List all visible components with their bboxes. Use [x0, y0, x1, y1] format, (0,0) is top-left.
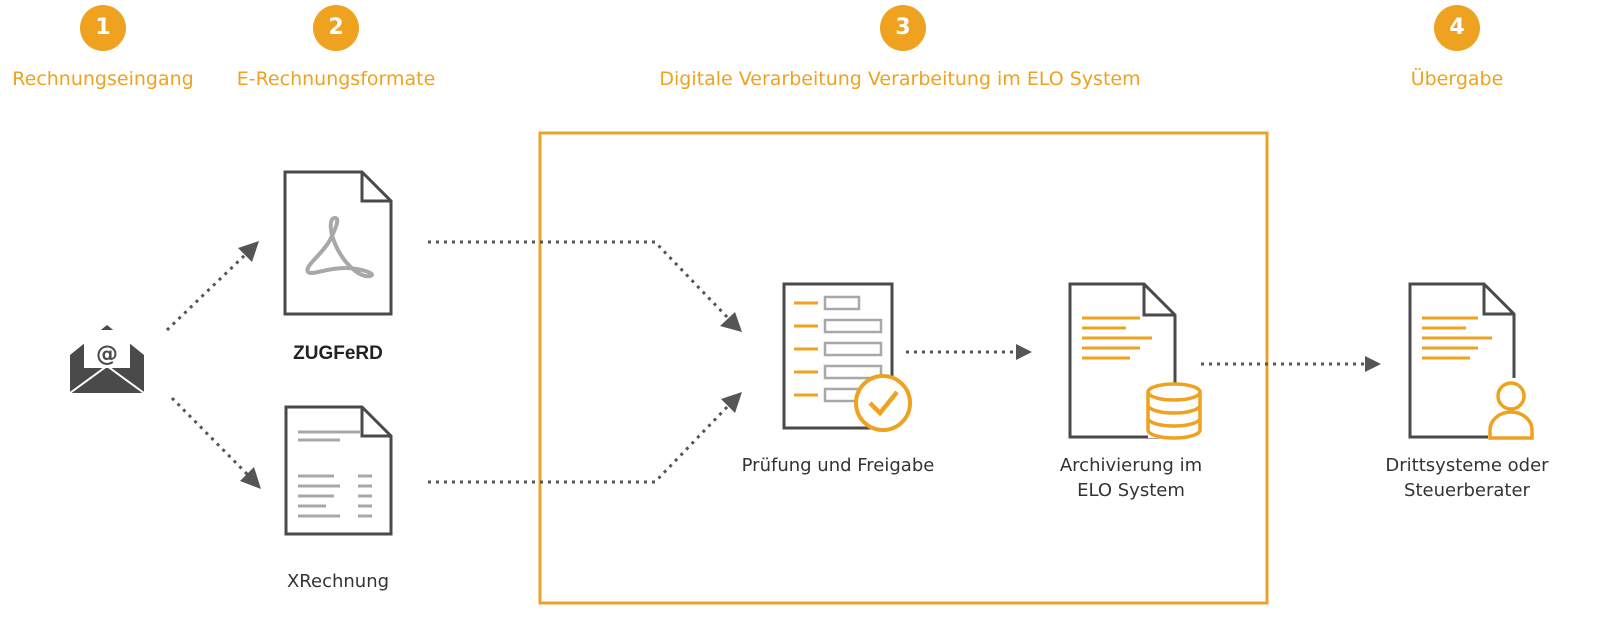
step-2-number: 2 [313, 5, 359, 51]
arrow-pruefung-to-archiv [906, 344, 1032, 360]
arrow-xrechnung-to-pruefung [428, 392, 742, 484]
step-3-label: Digitale Verarbeitung Verarbeitung im EL… [659, 68, 1141, 90]
step-1-number: 1 [80, 5, 126, 51]
invoice-document-icon [284, 405, 393, 536]
uebergabe-label-line2: Steuerberater [1404, 480, 1530, 501]
pdf-document-icon [283, 170, 393, 316]
step-4-label: Übergabe [1410, 68, 1504, 90]
pruefung-label: Prüfung und Freigabe [741, 455, 935, 476]
document-database-icon [1068, 282, 1202, 440]
uebergabe-label-line1: Drittsysteme oder [1385, 455, 1549, 476]
zugferd-label: ZUGFeRD [293, 343, 383, 364]
envelope-at-icon: @ [69, 325, 145, 394]
arrow-email-to-zugferd [165, 241, 259, 332]
arrow-email-to-xrechnung [170, 396, 261, 489]
xrechnung-label: XRechnung [286, 571, 390, 592]
processing-frame [538, 131, 1269, 605]
archivierung-label: Archivierung im ELO System [1060, 453, 1202, 503]
arrow-archiv-to-uebergabe [1201, 356, 1381, 372]
checklist-approval-icon [782, 282, 912, 432]
step-2-label: E-Rechnungsformate [236, 68, 436, 90]
arrow-zugferd-to-pruefung [428, 240, 742, 332]
step-1-label: Rechnungseingang [12, 68, 194, 90]
document-user-icon [1408, 282, 1534, 440]
archivierung-label-line1: Archivierung im [1059, 455, 1203, 476]
svg-text:@: @ [96, 342, 118, 367]
uebergabe-label: Drittsysteme oder Steuerberater [1385, 453, 1548, 503]
archivierung-label-line2: ELO System [1077, 480, 1185, 501]
step-4-number: 4 [1434, 5, 1480, 51]
step-3-number: 3 [880, 5, 926, 51]
